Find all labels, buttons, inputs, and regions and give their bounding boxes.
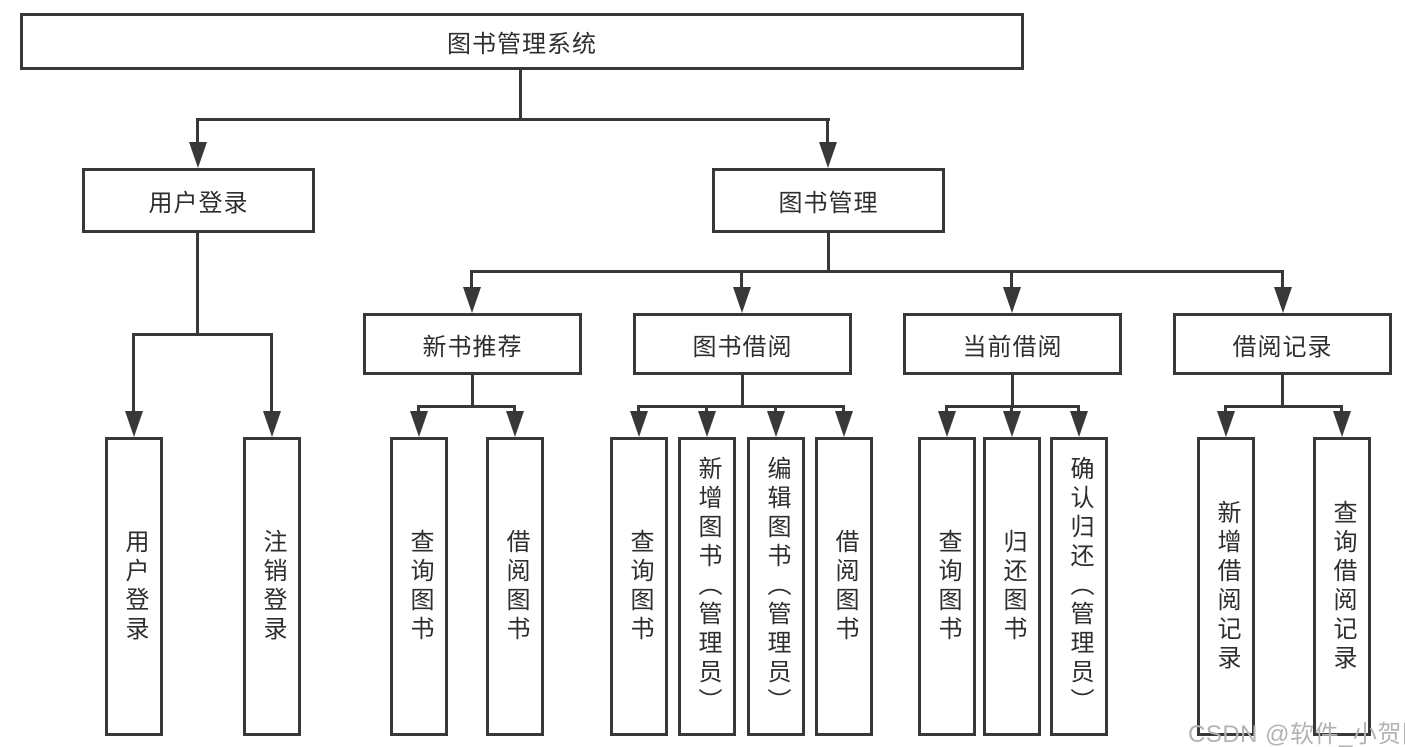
csdn-watermark: CSDN @软件_小贺同学 — [1188, 721, 1405, 747]
connector-stem — [1224, 405, 1227, 414]
leaf-query-borrow-record: 查询借阅记录 — [1313, 437, 1371, 736]
arrow-down-icon — [835, 411, 853, 437]
arrow-down-icon — [630, 411, 648, 437]
node-user-login: 用户登录 — [82, 168, 315, 233]
connector-stem — [945, 405, 948, 414]
arrow-down-icon — [463, 287, 481, 313]
node-new-book-recommendation: 新书推荐 — [363, 313, 582, 375]
arrow-down-icon — [819, 142, 837, 168]
arrow-down-icon — [506, 411, 524, 437]
arrow-down-icon — [189, 142, 207, 168]
leaf-add-books-admin: 新增图书（管理员） — [678, 437, 736, 736]
connector-stem — [1010, 405, 1013, 414]
connector-stem — [417, 405, 420, 414]
leaf-label: 注销登录 — [259, 528, 286, 645]
leaf-edit-books-admin: 编辑图书（管理员） — [747, 437, 805, 736]
connector-stub — [196, 233, 199, 336]
connector-bar — [132, 333, 273, 336]
leaf-borrow-books: 借阅图书 — [815, 437, 873, 736]
connector-stem — [1077, 405, 1080, 414]
arrow-down-icon — [767, 411, 785, 437]
node-book-borrowing: 图书借阅 — [633, 313, 852, 375]
leaf-label: 查询图书 — [934, 528, 961, 645]
arrow-down-icon — [1333, 411, 1351, 437]
leaf-label: 编辑图书（管理员） — [763, 456, 790, 717]
node-label: 新书推荐 — [422, 333, 523, 361]
connector-stem — [826, 118, 829, 145]
arrow-down-icon — [1070, 411, 1088, 437]
connector-stem — [132, 333, 135, 413]
connector-bar — [637, 405, 845, 408]
connector-bar — [196, 118, 830, 121]
connector-bar — [417, 405, 516, 408]
leaf-query-books-borrowing: 查询图书 — [610, 437, 668, 736]
connector-stem — [637, 405, 640, 414]
connector-stub — [519, 70, 522, 121]
leaf-label: 用户登录 — [121, 528, 148, 645]
connector-stem — [1340, 405, 1343, 414]
leaf-label: 新增借阅记录 — [1213, 499, 1240, 674]
arrow-down-icon — [733, 287, 751, 313]
connector-stem — [740, 270, 743, 289]
leaf-logout: 注销登录 — [243, 437, 301, 736]
connector-stem — [1281, 270, 1284, 289]
arrow-down-icon — [410, 411, 428, 437]
arrow-down-icon — [1274, 287, 1292, 313]
leaf-label: 归还图书 — [999, 528, 1026, 645]
arrow-down-icon — [263, 411, 281, 437]
node-label: 图书管理 — [778, 190, 879, 217]
connector-bar — [1224, 405, 1343, 408]
node-borrowing-records: 借阅记录 — [1173, 313, 1392, 375]
leaf-label: 查询图书 — [626, 528, 653, 645]
leaf-return-books: 归还图书 — [983, 437, 1041, 736]
leaf-label: 借阅图书 — [502, 528, 529, 645]
connector-stub — [1281, 375, 1284, 408]
connector-stem — [1010, 270, 1013, 289]
leaf-label: 确认归还（管理员） — [1066, 456, 1093, 717]
leaf-label: 新增图书（管理员） — [694, 456, 721, 717]
arrow-down-icon — [1003, 411, 1021, 437]
leaf-user-login: 用户登录 — [105, 437, 163, 736]
node-label: 借阅记录 — [1232, 333, 1333, 361]
node-label: 用户登录 — [148, 190, 249, 217]
leaf-confirm-return-admin: 确认归还（管理员） — [1050, 437, 1108, 736]
node-book-management: 图书管理 — [712, 168, 945, 233]
connector-stub — [471, 375, 474, 408]
connector-stub — [1011, 375, 1014, 408]
connector-stem — [196, 118, 199, 145]
leaf-label: 查询借阅记录 — [1329, 499, 1356, 674]
leaf-label: 查询图书 — [406, 528, 433, 645]
leaf-add-borrow-record: 新增借阅记录 — [1197, 437, 1255, 736]
arrow-down-icon — [1217, 411, 1235, 437]
arrow-down-icon — [125, 411, 143, 437]
connector-stem — [270, 333, 273, 413]
node-label: 图书管理系统 — [447, 31, 597, 58]
connector-stem — [513, 405, 516, 414]
leaf-query-books-recommend: 查询图书 — [390, 437, 448, 736]
arrow-down-icon — [938, 411, 956, 437]
connector-stub — [827, 233, 830, 273]
connector-stem — [470, 270, 473, 289]
connector-stem — [774, 405, 777, 414]
leaf-label: 借阅图书 — [831, 528, 858, 645]
connector-stub — [741, 375, 744, 408]
connector-stem — [705, 405, 708, 414]
connector-bar — [470, 270, 1284, 273]
leaf-query-books-current: 查询图书 — [918, 437, 976, 736]
node-label: 当前借阅 — [962, 333, 1063, 361]
arrow-down-icon — [698, 411, 716, 437]
arrow-down-icon — [1003, 287, 1021, 313]
leaf-borrow-books-recommend: 借阅图书 — [486, 437, 544, 736]
connector-stem — [842, 405, 845, 414]
node-library-management-system: 图书管理系统 — [20, 13, 1024, 70]
node-label: 图书借阅 — [692, 333, 793, 361]
node-current-borrowing: 当前借阅 — [903, 313, 1122, 375]
